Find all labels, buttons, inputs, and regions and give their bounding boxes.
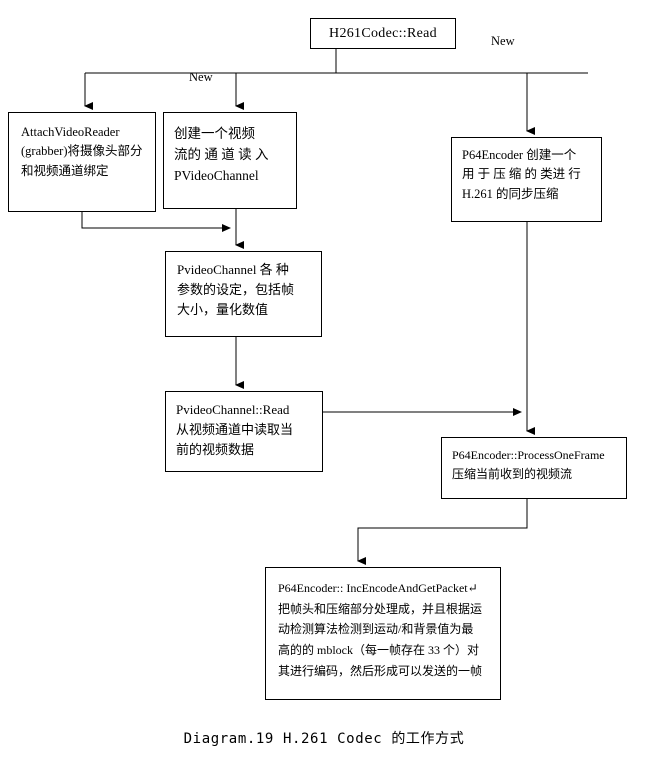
node-line: P64Encoder:: IncEncodeAndGetPacket↵ — [278, 581, 478, 595]
node-line: 和视频通道绑定 — [21, 163, 109, 178]
node-line: 高的的 mblock（每一帧存在 33 个）对 — [278, 642, 479, 657]
node-line: 从视频通道中读取当 — [176, 422, 294, 438]
node-create-video-channel[interactable]: 创建一个视频 流的 通 道 读 入 PVideoChannel — [163, 112, 297, 209]
node-pvideochannel-params[interactable]: PvideoChannel 各 种 参数的设定，包括帧 大小，量化数值 — [165, 251, 322, 337]
node-line: 大小，量化数值 — [177, 302, 269, 318]
node-line: PVideoChannel — [174, 167, 259, 183]
node-line: H.261 的同步压缩 — [462, 186, 559, 201]
edge-label-new-left: New — [189, 70, 213, 84]
diagram-caption: Diagram.19 H.261 Codec 的工作方式 — [183, 731, 465, 747]
node-p64encoder-incencodeandgetpacket[interactable]: P64Encoder:: IncEncodeAndGetPacket↵ 把帧头和… — [265, 567, 501, 700]
wire-process-to-incencode — [357, 499, 528, 565]
node-line: 用 于 压 缩 的 类进 行 — [462, 167, 581, 182]
node-line: 创建一个视频 — [174, 126, 255, 141]
node-line: 流的 通 道 读 入 — [174, 146, 269, 162]
node-p64encoder-new[interactable]: P64Encoder 创建一个 用 于 压 缩 的 类进 行 H.261 的同步… — [451, 137, 602, 222]
node-line: AttachVideoReader — [21, 125, 120, 139]
node-line: 参数的设定，包括帧 — [177, 282, 295, 298]
node-attachvideoreader[interactable]: AttachVideoReader (grabber)将摄像头部分 和视频通道绑… — [8, 112, 156, 212]
node-line: P64Encoder::ProcessOneFrame — [452, 448, 605, 462]
node-line: 动检测算法检测到运动/和背景值为最 — [278, 622, 474, 637]
node-line: P64Encoder 创建一个 — [462, 148, 577, 162]
node-line: 前的视频数据 — [176, 442, 255, 458]
node-line: 压缩当前收到的视频流 — [452, 466, 573, 481]
node-line: 把帧头和压缩部分处理成，并且根据运 — [278, 601, 483, 616]
node-line: (grabber)将摄像头部分 — [21, 144, 143, 159]
wire-attach-to-trunk — [81, 212, 231, 232]
node-line: PvideoChannel::Read — [176, 402, 290, 417]
node-line: 其进行编码，然后形成可以发送的一帧 — [278, 663, 483, 678]
edge-label-new-right: New — [491, 34, 515, 48]
node-pvideochannel-read[interactable]: PvideoChannel::Read 从视频通道中读取当 前的视频数据 — [165, 391, 323, 472]
node-line: PvideoChannel 各 种 — [177, 262, 289, 277]
node-p64encoder-processoneframe[interactable]: P64Encoder::ProcessOneFrame 压缩当前收到的视频流 — [441, 437, 627, 499]
node-h261codec-read[interactable]: H261Codec::Read — [310, 18, 456, 49]
node-line: H261Codec::Read — [329, 25, 437, 41]
